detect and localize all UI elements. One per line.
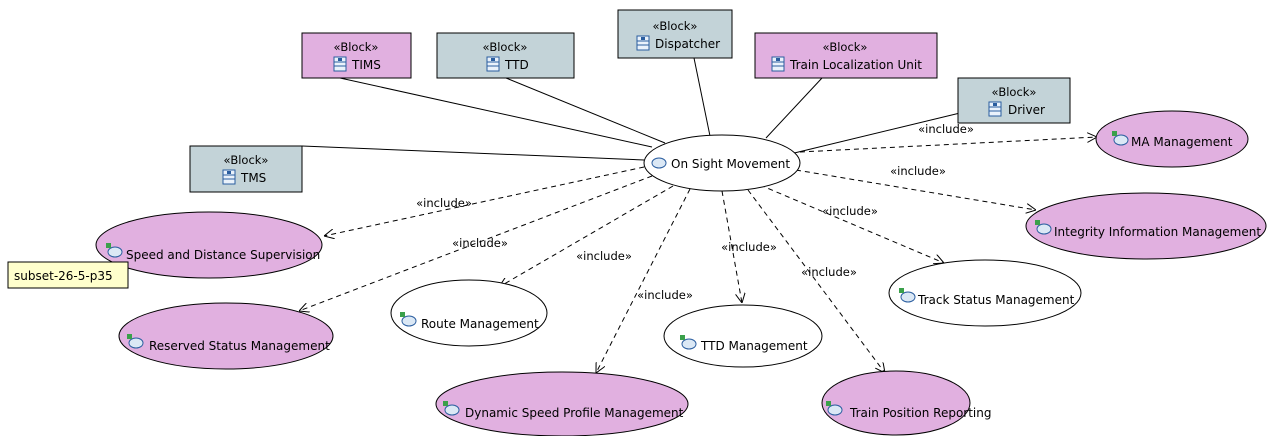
actor-name: TIMS <box>351 58 381 72</box>
include-route <box>499 185 674 287</box>
usecase-label: MA Management <box>1131 135 1233 149</box>
usecase-label: Route Management <box>421 317 539 331</box>
stereotype-label: «Block» <box>224 153 269 167</box>
block-icon <box>771 56 785 72</box>
usecase-label: Track Status Management <box>917 293 1075 307</box>
actor-driver[interactable]: «Block» Driver <box>957 77 1071 124</box>
include-label-ttd-mgmt: «include» <box>721 240 777 254</box>
usecase-route-management[interactable]: Route Management <box>390 279 548 347</box>
assoc-tms <box>301 145 645 161</box>
include-ttd-mgmt <box>721 190 742 303</box>
actor-name: Dispatcher <box>655 37 720 51</box>
usecase-integrity-information-management[interactable]: Integrity Information Management <box>1025 192 1267 260</box>
usecase-speed-and-distance-supervision[interactable]: Speed and Distance Supervision <box>95 211 323 279</box>
block-icon <box>222 169 236 185</box>
actor-name: TTD <box>504 58 529 72</box>
usecase-label: On Sight Movement <box>671 157 790 171</box>
include-label-integrity: «include» <box>890 164 946 178</box>
stereotype-label: «Block» <box>823 40 868 54</box>
usecase-label: Integrity Information Management <box>1054 225 1261 239</box>
note-text: subset-26-5-p35 <box>14 269 113 283</box>
usecase-train-position-reporting[interactable]: Train Position Reporting <box>821 370 991 436</box>
stereotype-label: «Block» <box>483 40 528 54</box>
block-icon <box>988 101 1002 117</box>
actor-tims[interactable]: «Block» TIMS <box>301 32 412 79</box>
actor-name: TMS <box>240 171 266 185</box>
stereotype-label: «Block» <box>653 19 698 33</box>
include-ma <box>799 137 1097 153</box>
include-dsp <box>596 188 691 373</box>
include-speed-distance <box>324 166 645 236</box>
include-label-reserved: «include» <box>452 236 508 250</box>
include-dependencies <box>299 137 1097 373</box>
include-labels: «include» «include» «include» «include» … <box>416 122 974 302</box>
usecase-dynamic-speed-profile-management[interactable]: Dynamic Speed Profile Management <box>435 371 689 436</box>
include-label-ma: «include» <box>918 122 974 136</box>
actor-tms[interactable]: «Block» TMS <box>189 145 303 193</box>
block-icon <box>333 56 347 72</box>
assoc-tims <box>339 77 653 148</box>
actor-dispatcher[interactable]: «Block» Dispatcher <box>617 9 733 59</box>
actor-ttd[interactable]: «Block» TTD <box>436 32 575 79</box>
actor-name: Train Localization Unit <box>789 58 922 72</box>
assoc-driver <box>785 112 961 156</box>
include-label-dsp: «include» <box>637 288 693 302</box>
include-track-status <box>759 184 944 263</box>
actor-name: Driver <box>1008 103 1045 117</box>
block-icon <box>636 35 650 51</box>
include-integrity <box>795 169 1036 210</box>
usecase-label: Dynamic Speed Profile Management <box>465 406 684 420</box>
usecase-ma-management[interactable]: MA Management <box>1095 110 1249 168</box>
include-train-position <box>747 189 885 373</box>
usecase-label: Speed and Distance Supervision <box>126 248 320 262</box>
usecase-label: TTD Management <box>700 339 808 353</box>
block-icon <box>486 56 500 72</box>
stereotype-label: «Block» <box>992 85 1037 99</box>
stereotype-label: «Block» <box>334 40 379 54</box>
actor-train-localization-unit[interactable]: «Block» Train Localization Unit <box>754 32 938 79</box>
assoc-dispatcher <box>693 57 711 137</box>
assoc-ttd <box>505 77 666 144</box>
include-label-speed-distance: «include» <box>416 196 472 210</box>
usecase-icon <box>651 157 667 169</box>
include-label-track-status: «include» <box>822 204 878 218</box>
usecase-reserved-status-management[interactable]: Reserved Status Management <box>118 302 334 370</box>
usecase-track-status-management[interactable]: Track Status Management <box>888 259 1082 327</box>
associations <box>301 57 961 161</box>
usecase-on-sight-movement[interactable]: On Sight Movement <box>643 134 801 192</box>
usecase-label: Train Position Reporting <box>849 406 991 420</box>
include-label-train-position: «include» <box>801 265 857 279</box>
include-label-route: «include» <box>576 249 632 263</box>
note[interactable]: subset-26-5-p35 <box>7 261 129 289</box>
usecase-label: Reserved Status Management <box>149 339 330 353</box>
usecase-ttd-management[interactable]: TTD Management <box>663 304 823 368</box>
assoc-train-localization <box>765 77 823 139</box>
